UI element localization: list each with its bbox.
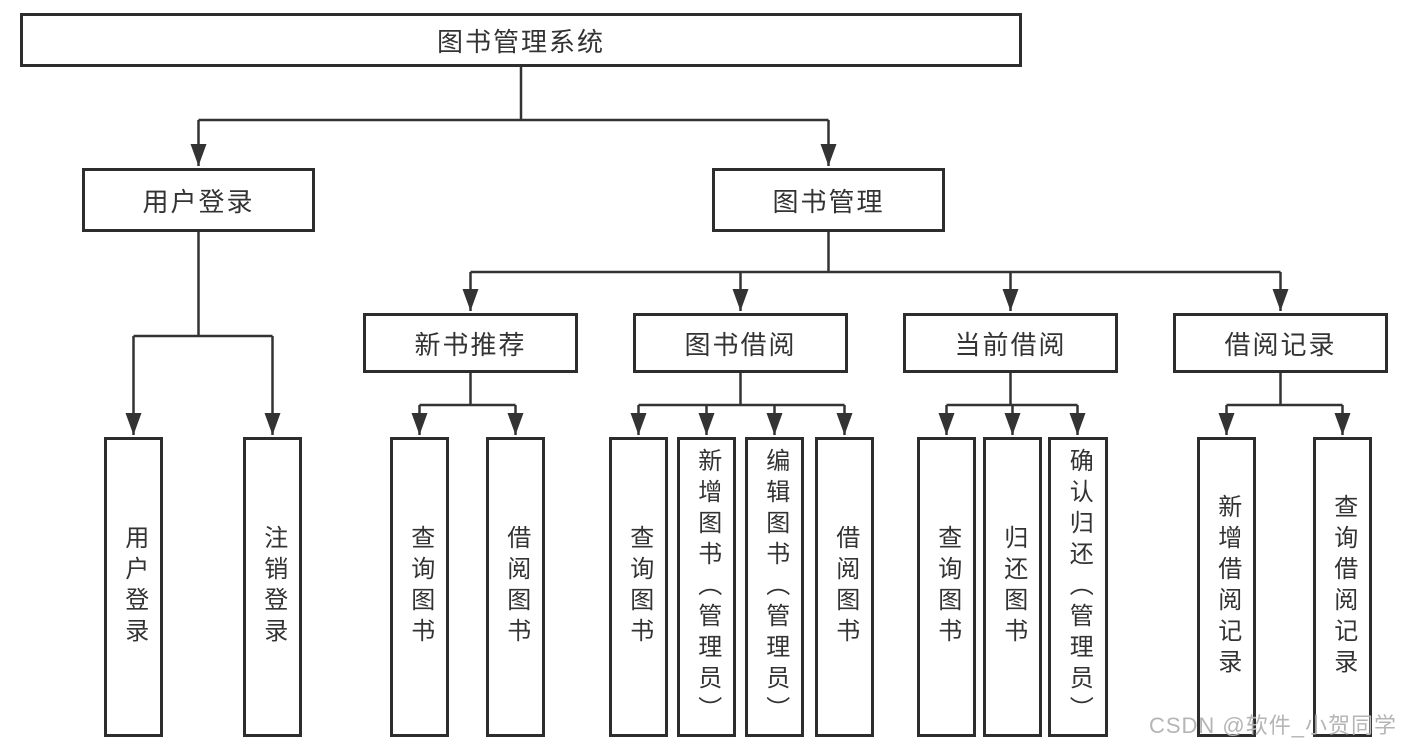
leaf-label: 借阅图书: [831, 525, 859, 649]
leaf-return-books: 归还图书: [983, 437, 1042, 737]
node-borrowing-records: 借阅记录: [1173, 313, 1388, 373]
node-book-borrowing: 图书借阅: [633, 313, 848, 373]
leaf-query-borrow-record: 查询借阅记录: [1313, 437, 1372, 737]
leaf-label: 查询图书: [406, 525, 434, 649]
node-user-login: 用户登录: [82, 168, 315, 232]
node-label: 图书管理: [772, 186, 885, 217]
leaf-query-books-2: 查询图书: [609, 437, 668, 737]
node-current-borrowing: 当前借阅: [903, 313, 1118, 373]
leaf-label: 编辑图书（管理员）: [761, 447, 789, 727]
node-label: 当前借阅: [954, 329, 1067, 360]
node-label: 用户登录: [142, 186, 255, 217]
connector-current-borrowing-group: [946, 373, 1078, 407]
leaf-query-books-3: 查询图书: [917, 437, 976, 737]
node-label: 借阅记录: [1224, 329, 1337, 360]
connector-book-borrowing-group: [638, 373, 845, 407]
leaf-logout: 注销登录: [243, 437, 302, 737]
connector-book-management-group: [470, 232, 1281, 274]
connector-new-book-group: [419, 373, 516, 407]
node-new-book-recommendation: 新书推荐: [363, 313, 578, 373]
leaf-label: 确认归还（管理员）: [1065, 447, 1093, 727]
connector-root-to-level2: [198, 67, 829, 122]
leaf-add-borrow-record: 新增借阅记录: [1197, 437, 1256, 737]
connector-user-login-group: [133, 232, 273, 338]
node-label: 图书管理系统: [436, 26, 605, 57]
leaf-label: 注销登录: [259, 525, 287, 649]
leaf-confirm-return-admin: 确认归还（管理员）: [1048, 437, 1108, 737]
leaf-label: 查询借阅记录: [1329, 494, 1357, 680]
leaf-add-books-admin: 新增图书（管理员）: [677, 437, 736, 737]
leaf-user-login: 用户登录: [104, 437, 163, 737]
node-library-management-system: 图书管理系统: [20, 13, 1022, 67]
leaf-label: 用户登录: [120, 525, 148, 649]
leaf-borrow-books-1: 借阅图书: [486, 437, 545, 737]
leaf-label: 查询图书: [625, 525, 653, 649]
leaf-label: 归还图书: [999, 525, 1027, 649]
leaf-query-books-1: 查询图书: [390, 437, 449, 737]
node-label: 新书推荐: [414, 329, 527, 360]
node-book-management: 图书管理: [712, 168, 945, 232]
leaf-label: 查询图书: [933, 525, 961, 649]
connector-borrowing-records-group: [1226, 373, 1343, 407]
leaf-label: 新增图书（管理员）: [693, 447, 721, 727]
leaf-label: 借阅图书: [502, 525, 530, 649]
node-label: 图书借阅: [684, 329, 797, 360]
watermark: CSDN @软件_小贺同学: [1148, 713, 1397, 738]
leaf-edit-books-admin: 编辑图书（管理员）: [745, 437, 804, 737]
leaf-label: 新增借阅记录: [1213, 494, 1241, 680]
leaf-borrow-books-2: 借阅图书: [815, 437, 874, 737]
